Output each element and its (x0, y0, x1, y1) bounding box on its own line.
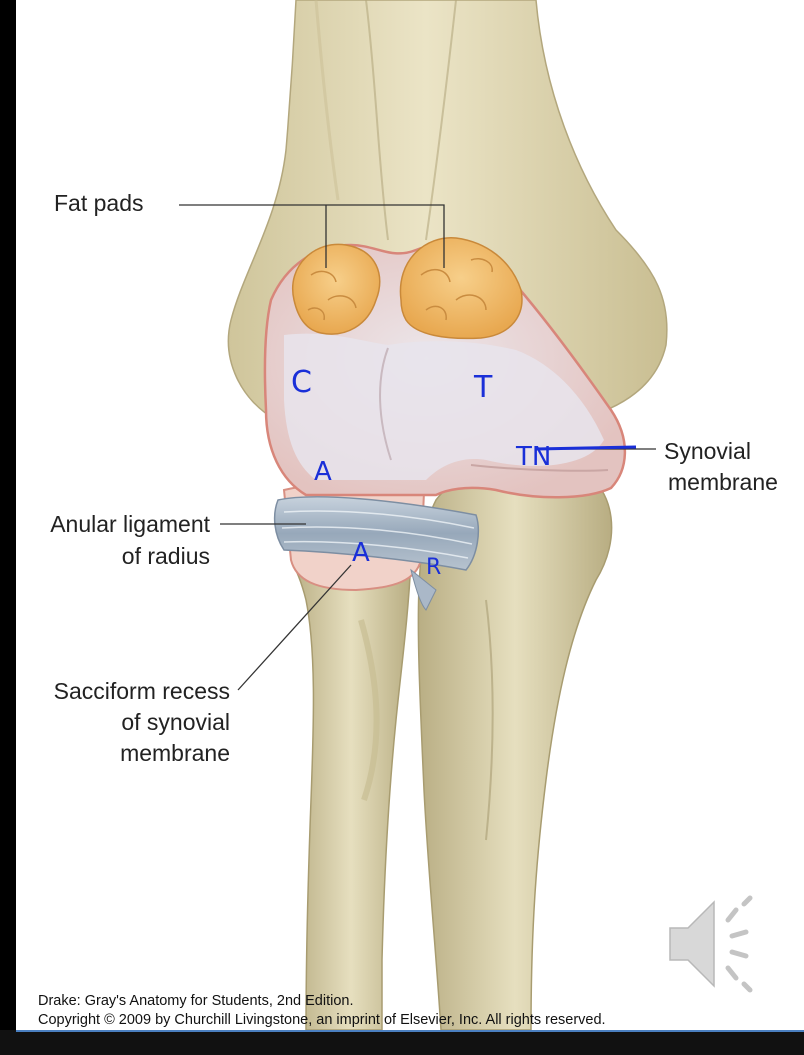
label-sacciform-3: membrane (120, 740, 230, 766)
label-sacciform-1: Sacciform recess (53, 678, 230, 704)
credit-line-1: Drake: Gray's Anatomy for Students, 2nd … (38, 993, 354, 1009)
speaker-icon[interactable] (666, 890, 766, 1000)
radius-bone (289, 559, 412, 1030)
annotation-r: R (426, 555, 442, 580)
label-synovial-1: Synovial (664, 438, 751, 464)
label-synovial-2: membrane (668, 469, 778, 495)
label-anular-2: of radius (121, 543, 210, 569)
annotation-c: C (291, 365, 312, 400)
slide: Fat pads Synovial membrane Anular ligame… (16, 0, 804, 1030)
fat-pad-right (399, 237, 523, 340)
ink-underline (535, 445, 637, 451)
annotation-t: T (474, 370, 493, 405)
label-fat-pads: Fat pads (54, 190, 144, 216)
label-anular-1: Anular ligament (50, 511, 210, 537)
annotation-tn: TN (516, 442, 552, 472)
fat-pad-left (291, 243, 381, 335)
elbow-illustration (179, 0, 668, 1030)
progress-line (16, 1030, 804, 1032)
bottom-bar (0, 1030, 804, 1055)
label-sacciform-2: of synovial (121, 709, 230, 735)
credit-line-2: Copyright © 2009 by Churchill Livingston… (38, 1012, 606, 1028)
annotation-a-lower: A (352, 538, 370, 568)
annotation-a-upper: A (314, 457, 332, 487)
